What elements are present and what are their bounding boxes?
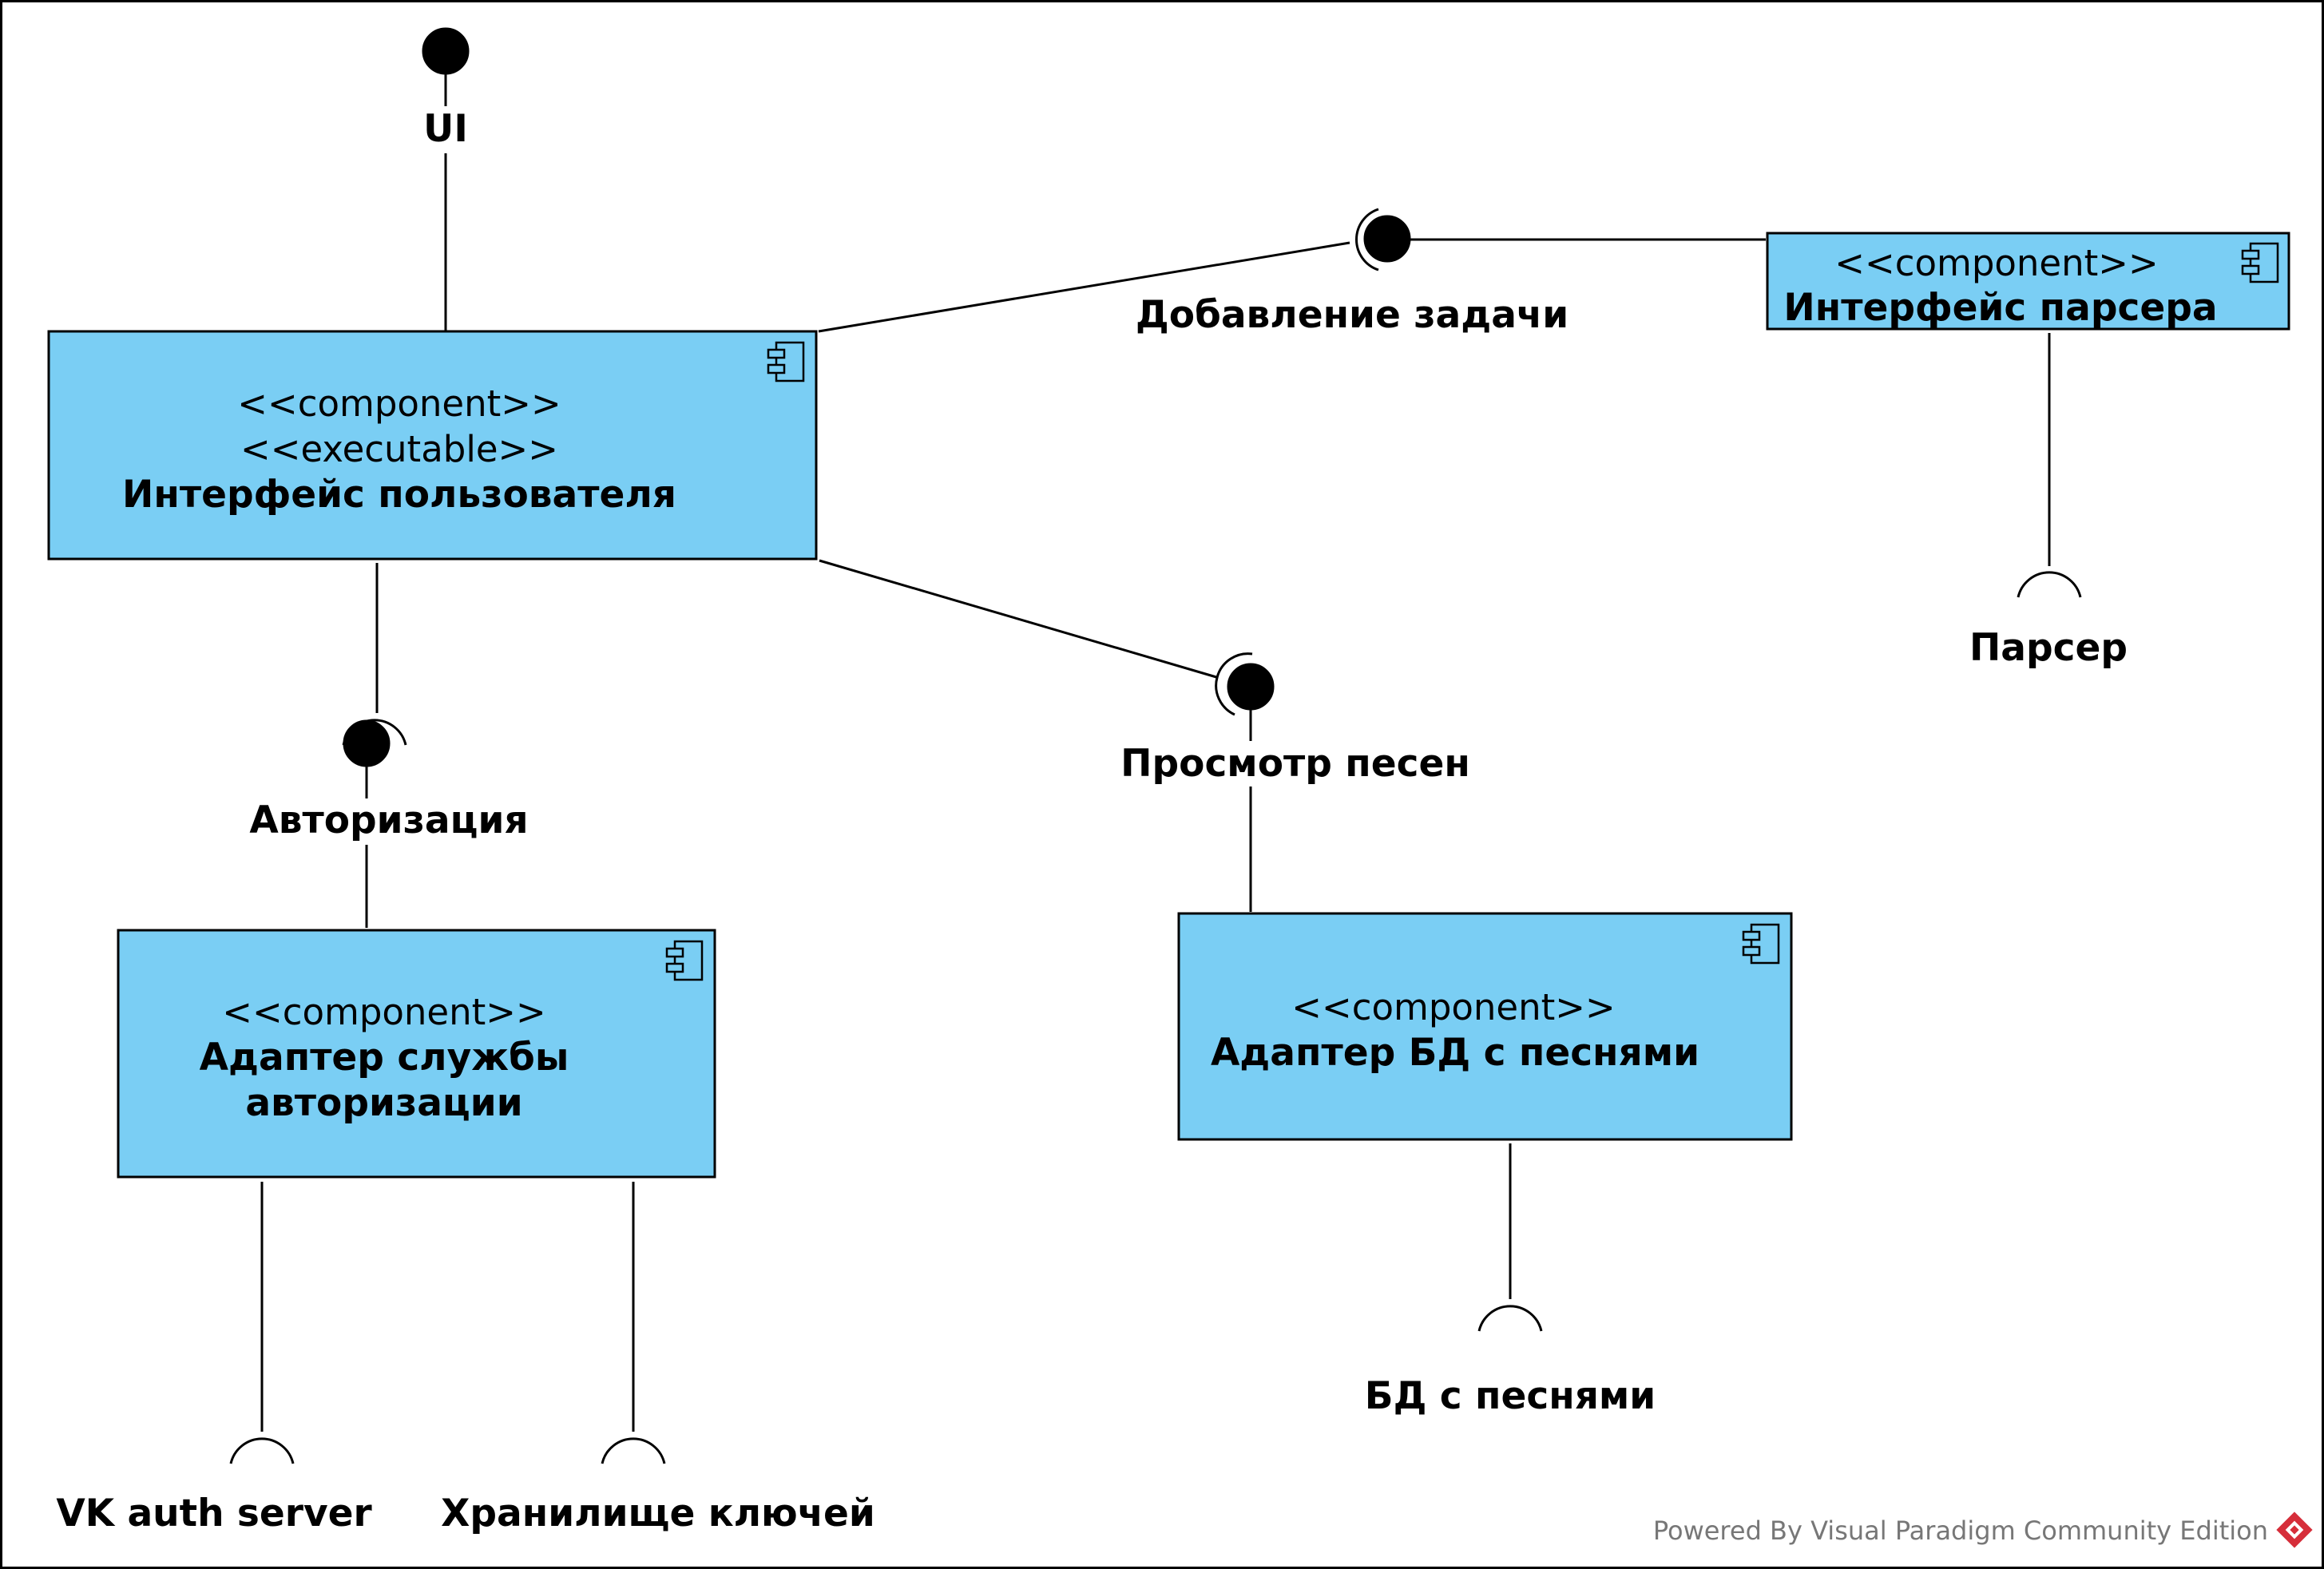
songs-db-socket-icon[interactable] — [1477, 1305, 1543, 1332]
interface-label-add-task: Добавление задачи — [1136, 293, 1569, 337]
interface-label-songs-db: БД с песнями — [1365, 1374, 1656, 1418]
footer-text: Powered By Visual Paradigm Community Edi… — [1653, 1516, 2268, 1546]
interface-label-key-storage: Хранилище ключей — [441, 1492, 875, 1535]
component-auth-adapter-name-line-2: авторизации — [245, 1081, 522, 1125]
component-auth-adapter-stereotype: <<component>> — [222, 991, 545, 1033]
component-parser-interface-box[interactable] — [1766, 232, 2290, 331]
add-task-socket-icon — [1354, 208, 1379, 271]
parser-socket-icon[interactable] — [2017, 571, 2082, 598]
component-parser-interface[interactable]: <<component>> Интерфейс парсера — [1766, 232, 2290, 331]
component-auth-adapter-name-line-1: Адаптер службы — [200, 1036, 569, 1080]
view-songs-socket-connector[interactable] — [819, 559, 1217, 679]
component-songs-db-adapter[interactable]: <<component>> Адаптер БД с песнями — [1177, 912, 1793, 1141]
component-ui-interface[interactable]: <<component>> <<executable>> Интерфейс п… — [47, 330, 818, 561]
interface-label-parser: Парсер — [1969, 626, 2128, 670]
view-songs-interface-ball-icon[interactable] — [1227, 663, 1275, 711]
component-icon — [2241, 242, 2279, 283]
component-ui-interface-name: Интерфейс пользователя — [122, 473, 676, 517]
component-icon — [767, 341, 805, 382]
component-icon — [665, 940, 704, 981]
component-parser-interface-name: Интерфейс парсера — [1783, 286, 2217, 330]
interface-label-view-songs: Просмотр песен — [1120, 742, 1470, 786]
interface-label-ui: UI — [423, 107, 468, 151]
interface-labels: UI Добавление задачи Парсер Авторизация … — [56, 107, 2128, 1535]
component-songs-db-adapter-box[interactable] — [1177, 912, 1793, 1141]
add-task-socket-connector[interactable] — [818, 241, 1350, 333]
component-parser-interface-stereotype: <<component>> — [1834, 242, 2158, 284]
component-auth-adapter-box[interactable] — [117, 929, 716, 1179]
ui-interface-ball-icon[interactable] — [422, 27, 470, 75]
connectors — [260, 73, 2051, 1432]
component-auth-adapter[interactable]: <<component>> Адаптер службы авторизации — [117, 929, 716, 1179]
vk-auth-socket-icon[interactable] — [229, 1437, 295, 1464]
footer: Powered By Visual Paradigm Community Edi… — [1653, 1512, 2313, 1548]
add-task-interface-ball-icon[interactable] — [1363, 215, 1411, 263]
component-ui-interface-box[interactable] — [47, 330, 818, 561]
component-ui-interface-stereotype-executable: <<executable>> — [240, 428, 558, 470]
component-songs-db-adapter-stereotype: <<component>> — [1291, 986, 1615, 1028]
interface-label-authorization: Авторизация — [249, 798, 528, 842]
interface-label-vk-auth: VK auth server — [56, 1492, 372, 1535]
component-ui-interface-stereotype-component: <<component>> — [237, 382, 561, 425]
authorization-interface-ball-icon[interactable] — [343, 719, 391, 767]
view-songs-socket-icon — [1215, 652, 1253, 716]
component-songs-db-adapter-name: Адаптер БД с песнями — [1211, 1031, 1699, 1075]
component-icon — [1742, 923, 1780, 965]
key-storage-socket-icon[interactable] — [601, 1437, 666, 1464]
